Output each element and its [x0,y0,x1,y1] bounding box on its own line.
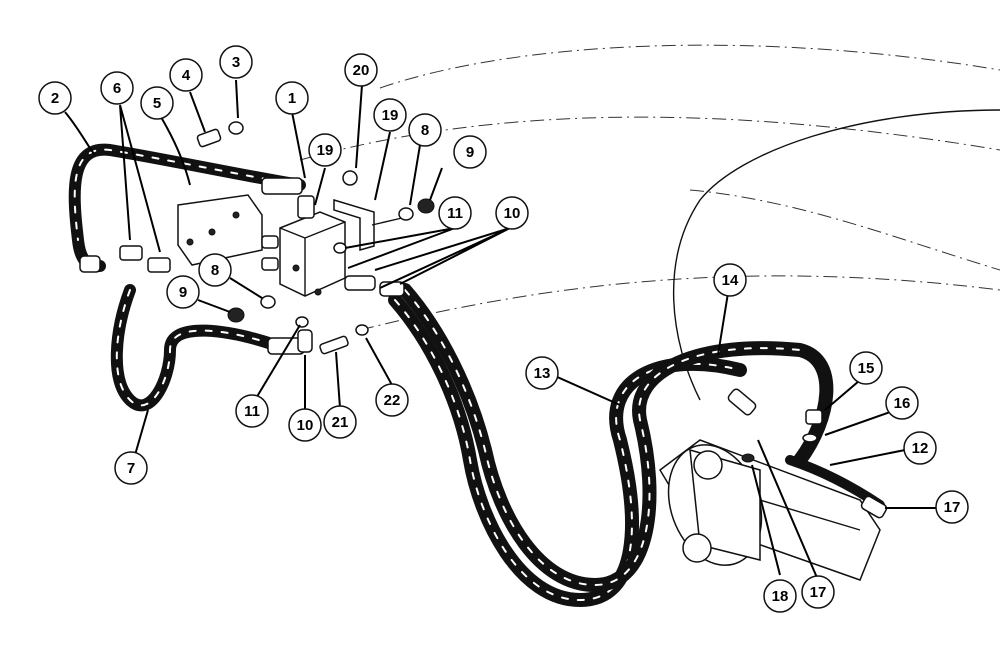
fitting-6a [119,245,143,261]
callout-22: 22 [375,383,409,417]
o-ring-11-upper [333,242,347,254]
mounting-plate [177,194,263,266]
callout-13: 13 [525,356,559,390]
svg-text:20: 20 [353,62,370,79]
svg-text:8: 8 [421,122,429,139]
callouts: 1 2 3 4 5 6 7 8 8 9 9 10 10 11 11 12 13 … [38,45,969,613]
callout-15: 15 [849,351,883,385]
fitting-upper [261,177,303,195]
callout-2: 2 [38,81,72,115]
svg-text:17: 17 [944,499,961,516]
callout-14: 14 [713,263,747,297]
callout-21: 21 [323,405,357,439]
svg-text:6: 6 [113,80,121,97]
svg-text:15: 15 [858,360,875,377]
callout-9-right: 9 [453,135,487,169]
svg-text:13: 13 [534,365,551,382]
hose-7 [110,284,281,412]
fitting-10-upper [344,275,376,291]
nut-9-left [227,307,245,323]
fitting-17-lower [727,388,757,416]
svg-text:18: 18 [772,588,789,605]
elbow-fitting [79,255,101,273]
valve-manifold [261,195,346,297]
bracket [333,198,403,251]
washer-22 [355,324,369,336]
callout-5: 5 [140,86,174,120]
callout-19-right: 19 [373,98,407,132]
fitting-15 [805,409,823,425]
svg-text:8: 8 [211,262,219,279]
svg-text:22: 22 [384,392,401,409]
washer-8-right [398,207,414,221]
svg-text:11: 11 [447,205,463,222]
vehicle-body-outline [299,44,1000,401]
svg-text:5: 5 [153,95,161,112]
nut-20 [342,170,358,186]
svg-text:10: 10 [297,417,314,434]
fittings [79,177,888,519]
callout-16: 16 [885,386,919,420]
hydraulic-motor [659,439,881,581]
svg-text:21: 21 [332,414,349,431]
svg-text:9: 9 [466,144,474,161]
callout-17-right: 17 [935,490,969,524]
svg-text:10: 10 [504,205,521,222]
fitting-6b [147,257,171,273]
svg-text:19: 19 [317,142,334,159]
fitting-17-right [860,495,888,519]
callout-17-lower: 17 [801,575,835,609]
callout-11-upper: 11 [438,196,472,230]
callout-1: 1 [275,81,309,115]
callout-6: 6 [100,71,134,105]
washer-18 [741,453,755,463]
callout-11-lower: 11 [235,394,269,428]
hose-2 [68,143,306,273]
callout-20: 20 [344,53,378,87]
callout-18: 18 [763,579,797,613]
washer-8-left [260,295,276,309]
svg-text:19: 19 [382,107,399,124]
svg-text:2: 2 [51,90,59,107]
svg-text:16: 16 [894,395,911,412]
o-ring-11-lower [295,316,309,328]
svg-text:3: 3 [232,54,240,71]
callout-10-upper: 10 [495,196,529,230]
svg-text:17: 17 [810,584,827,601]
callout-7: 7 [114,451,148,485]
callout-10-lower: 10 [288,408,322,442]
callout-12: 12 [903,431,937,465]
callout-19-left: 19 [308,133,342,167]
bolt-21 [319,335,349,355]
fitting-10-lower [297,329,313,353]
svg-text:7: 7 [127,460,135,477]
callout-9-left: 9 [166,275,200,309]
hardware [196,121,435,355]
callout-3: 3 [219,45,253,79]
callout-8-left: 8 [198,253,232,287]
svg-text:1: 1 [288,90,296,107]
callout-4: 4 [169,58,203,92]
bolt-4 [196,128,222,148]
svg-text:9: 9 [179,284,187,301]
nut-9-right [417,198,435,214]
svg-text:11: 11 [244,403,260,420]
washer-16 [802,433,818,443]
svg-text:4: 4 [182,67,191,84]
svg-text:12: 12 [912,440,929,457]
washer-3 [228,121,244,135]
svg-text:14: 14 [722,272,739,289]
callout-8-right: 8 [408,113,442,147]
